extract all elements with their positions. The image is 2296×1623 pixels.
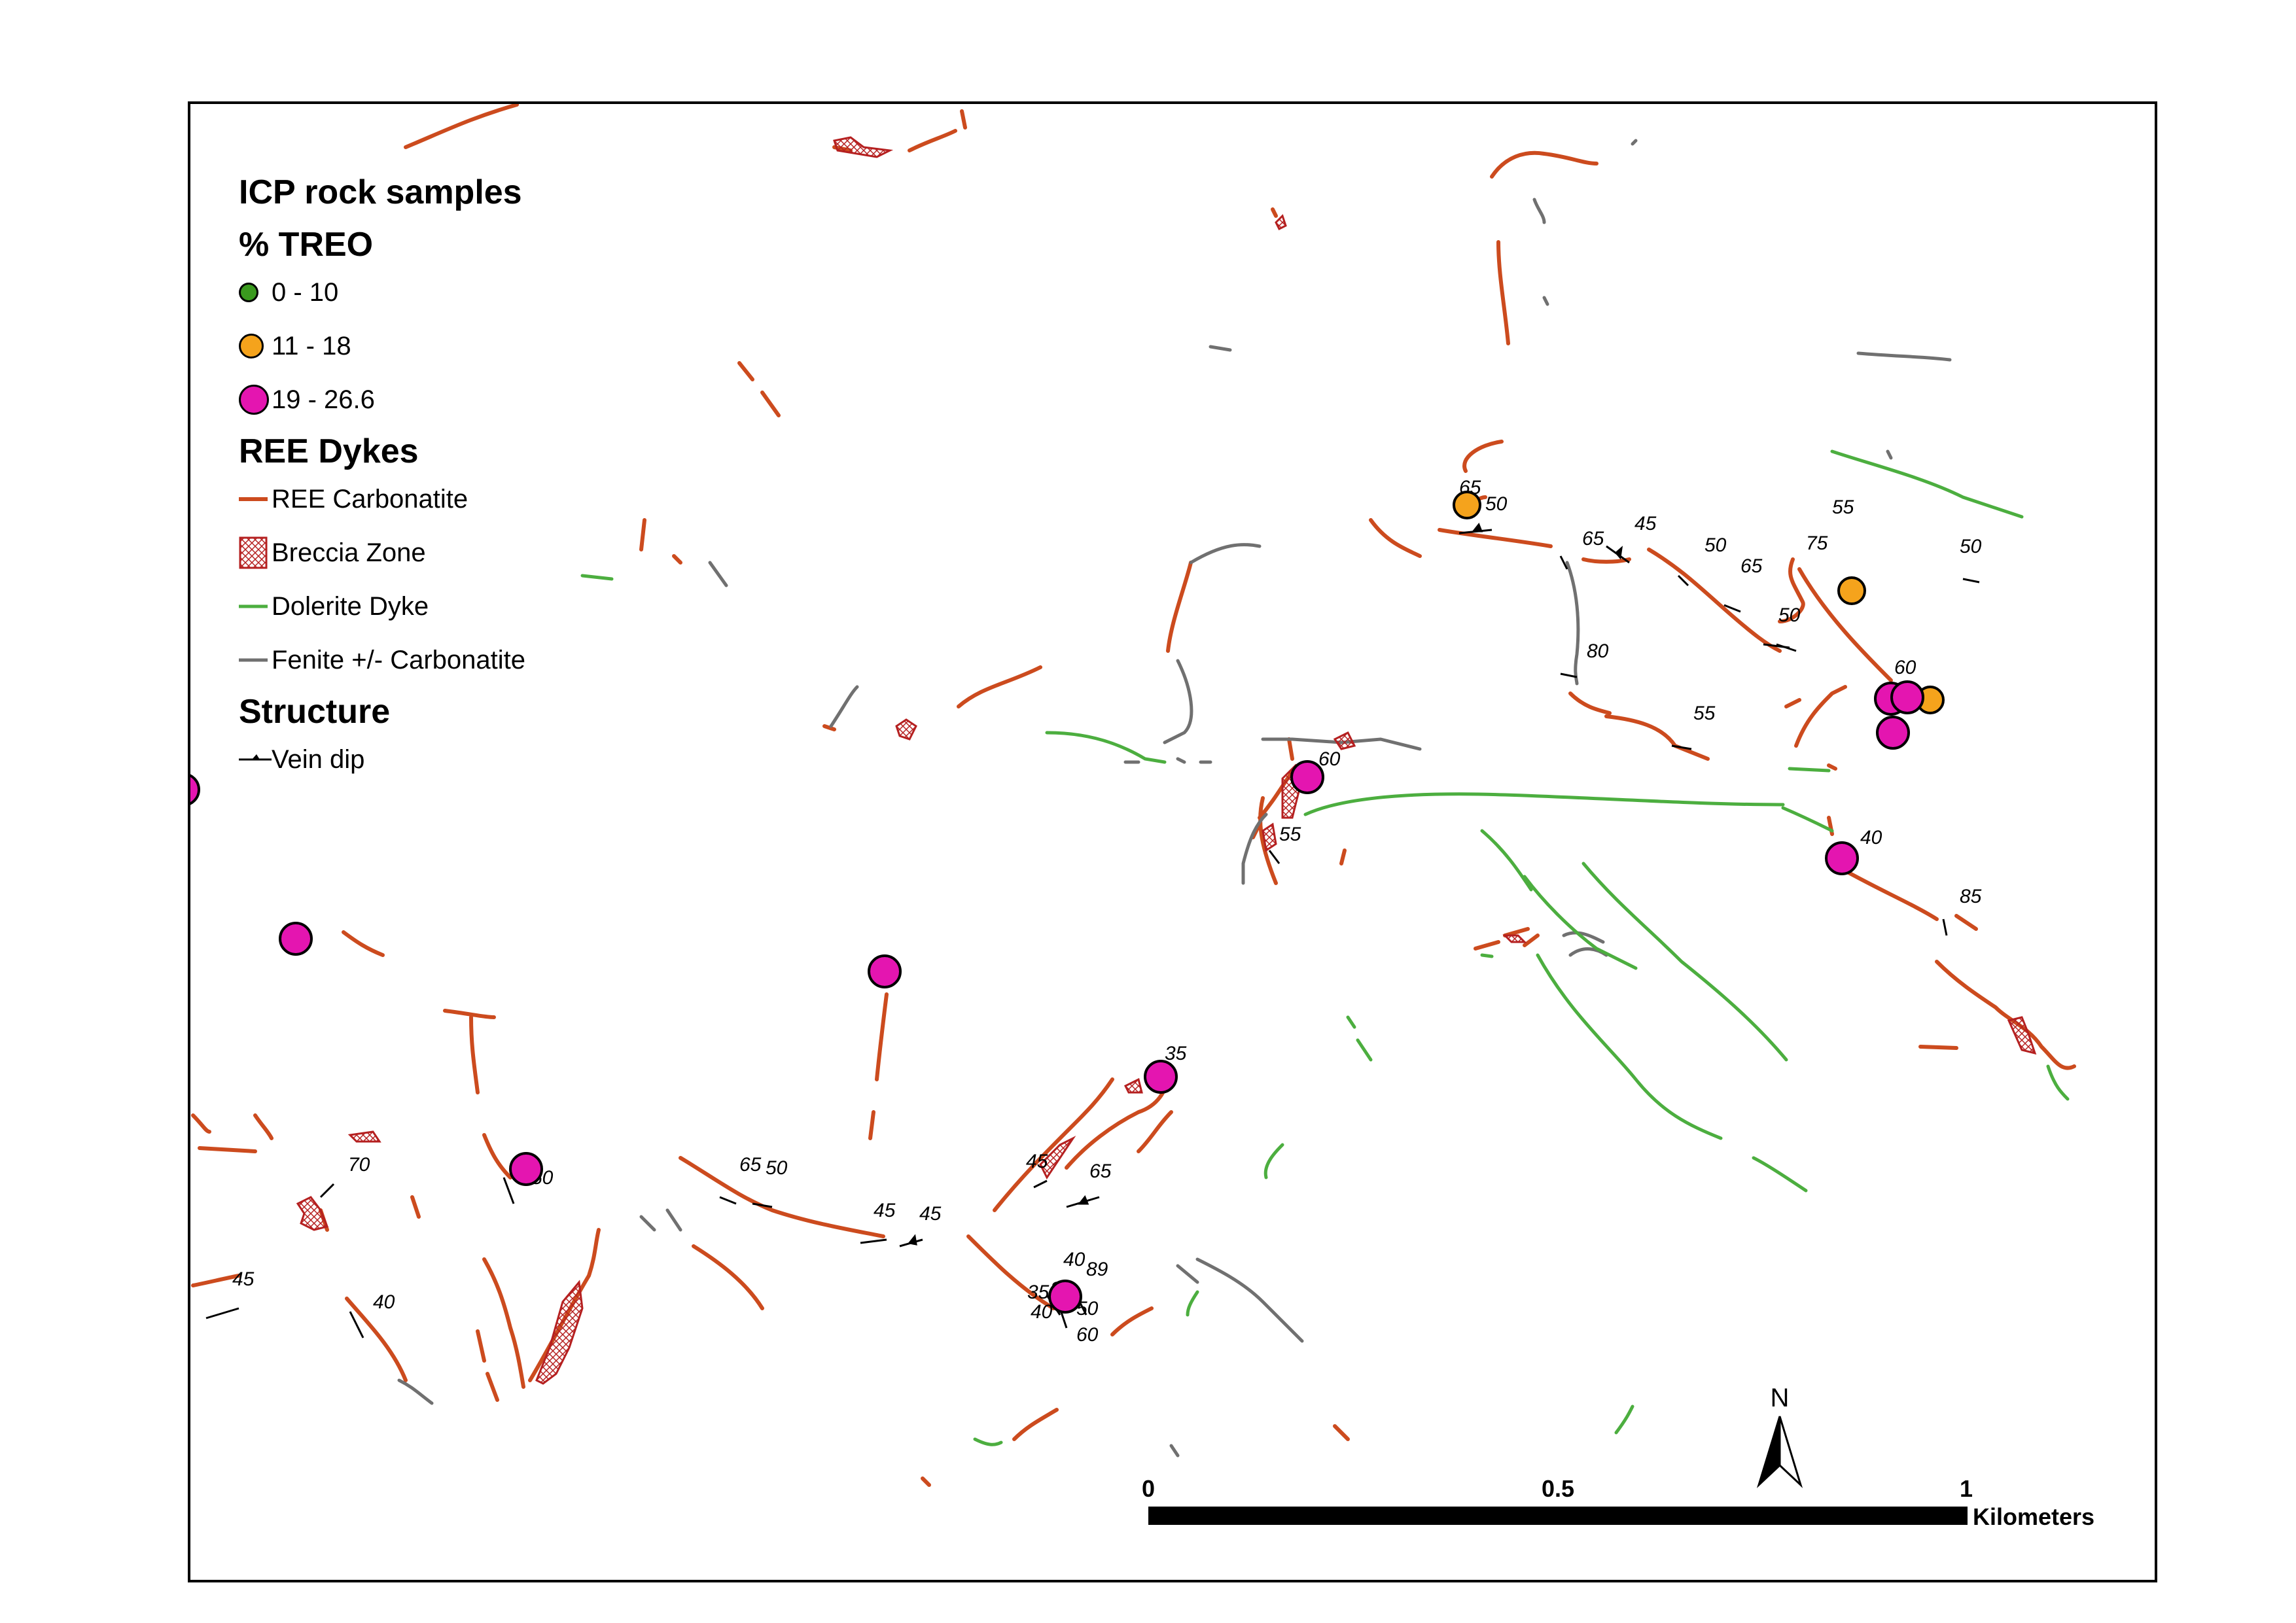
legend: ICP rock samples % TREO 0 - 10 11 - 18 1… (239, 175, 525, 786)
svg-text:50: 50 (1704, 534, 1727, 556)
fenite-line-icon (239, 658, 268, 662)
scale-label-1: 1 (1960, 1475, 1973, 1502)
svg-text:45: 45 (232, 1268, 255, 1290)
legend-item-treo-mid: 11 - 18 (239, 319, 525, 373)
svg-text:75: 75 (1806, 532, 1828, 554)
svg-text:40: 40 (1860, 827, 1882, 848)
dip-labels: 65 50 65 45 50 65 55 75 50 50 80 55 60 6… (232, 477, 1982, 1346)
svg-text:45: 45 (1026, 1151, 1048, 1172)
svg-text:85: 85 (1960, 886, 1982, 907)
svg-text:35: 35 (1027, 1282, 1050, 1303)
sample-point[interactable] (1048, 1280, 1082, 1314)
svg-text:80: 80 (1587, 640, 1609, 662)
scale-unit: Kilometers (1973, 1503, 2095, 1530)
legend-title-structure: Structure (239, 693, 391, 731)
legend-item-breccia: Breccia Zone (239, 526, 525, 580)
vein-dip-icon (239, 754, 272, 761)
svg-text:65: 65 (1740, 555, 1763, 577)
ree-carbonatite-layer (191, 104, 2076, 1487)
svg-text:65: 65 (739, 1154, 762, 1176)
sample-point[interactable] (1890, 680, 1924, 714)
legend-title-dykes: REE Dykes (239, 432, 419, 470)
north-arrow-icon: N (1756, 1384, 1803, 1488)
dolerite-layer (580, 449, 2070, 1446)
svg-text:50: 50 (766, 1157, 788, 1179)
sample-point[interactable] (1825, 841, 1859, 875)
svg-text:65: 65 (1089, 1161, 1112, 1182)
svg-text:65: 65 (1582, 528, 1604, 550)
legend-item-treo-high: 19 - 26.6 (239, 373, 525, 427)
svg-text:45: 45 (919, 1203, 942, 1225)
svg-text:40: 40 (1031, 1301, 1053, 1323)
fenite-layer (397, 139, 1952, 1457)
svg-text:89: 89 (1086, 1259, 1108, 1280)
map-frame (188, 101, 2157, 1582)
breccia-hatch-icon (239, 536, 268, 569)
svg-text:50: 50 (1485, 493, 1508, 515)
carbonatite-line-icon (239, 497, 268, 501)
green-dot-icon (239, 283, 258, 302)
legend-item-carbonatite: REE Carbonatite (239, 472, 525, 526)
svg-text:55: 55 (1832, 497, 1854, 518)
legend-item-vein-dip: Vein dip (239, 733, 525, 786)
svg-text:45: 45 (874, 1200, 896, 1221)
sample-point[interactable] (1837, 576, 1866, 605)
sample-point[interactable] (1290, 760, 1324, 794)
scale-label-half: 0.5 (1542, 1475, 1575, 1502)
magenta-dot-icon (239, 385, 269, 415)
svg-text:50: 50 (1960, 536, 1982, 557)
svg-text:40: 40 (373, 1291, 395, 1313)
breccia-layer (296, 136, 2037, 1385)
svg-text:70: 70 (348, 1154, 370, 1176)
sample-point[interactable] (868, 954, 902, 988)
sample-point[interactable] (509, 1152, 543, 1186)
sample-point[interactable] (1876, 716, 1910, 750)
svg-text:55: 55 (1693, 703, 1716, 724)
sample-point[interactable] (279, 922, 313, 956)
svg-text:35: 35 (1165, 1043, 1187, 1064)
svg-text:60: 60 (1894, 657, 1916, 678)
legend-item-treo-low: 0 - 10 (239, 266, 525, 319)
sample-point[interactable] (1453, 491, 1481, 519)
sample-points (168, 491, 1945, 1314)
sample-point[interactable] (168, 774, 200, 805)
scale-bar (1148, 1507, 1968, 1525)
svg-text:N: N (1771, 1384, 1790, 1412)
svg-text:40: 40 (1063, 1249, 1086, 1270)
legend-item-fenite: Fenite +/- Carbonatite (239, 633, 525, 687)
svg-text:60: 60 (1318, 748, 1341, 770)
svg-text:45: 45 (1634, 513, 1657, 534)
svg-text:55: 55 (1279, 824, 1301, 845)
sample-point[interactable] (1144, 1060, 1178, 1094)
legend-title-treo: % TREO (239, 226, 374, 264)
svg-text:60: 60 (1076, 1324, 1099, 1346)
scale-label-0: 0 (1142, 1475, 1156, 1502)
legend-title-samples: ICP rock samples (239, 173, 522, 211)
svg-text:50: 50 (1778, 604, 1801, 626)
orange-dot-icon (239, 334, 264, 358)
legend-item-dolerite: Dolerite Dyke (239, 580, 525, 633)
dolerite-line-icon (239, 604, 268, 608)
